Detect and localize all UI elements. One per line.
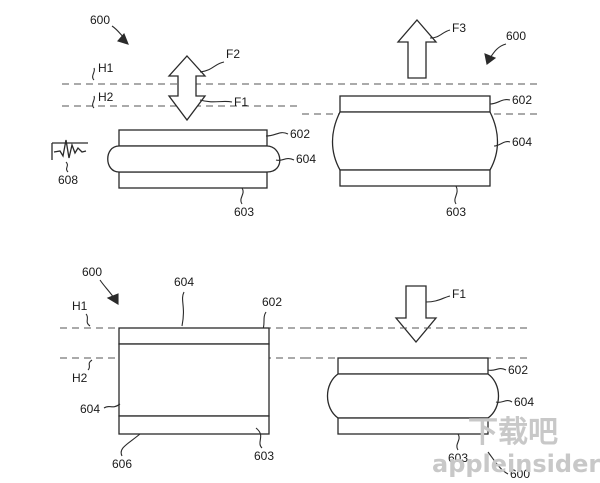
- leader-604-top: [181, 291, 185, 327]
- label-604-top: 604: [174, 275, 194, 289]
- up-arrow-icon: [396, 19, 438, 79]
- label-602: 602: [512, 93, 532, 107]
- leader-600: [99, 279, 115, 299]
- label-603: 603: [254, 449, 274, 463]
- label-604-side: 604: [80, 402, 100, 416]
- leader-608: [65, 161, 69, 173]
- layer-604-bulged: [326, 373, 500, 419]
- leader-604: [495, 400, 513, 403]
- leader-600: [487, 451, 509, 475]
- leader-604: [275, 158, 295, 161]
- layer-602: [118, 129, 268, 147]
- label-600: 600: [506, 29, 526, 43]
- leader-h2: [87, 359, 93, 371]
- leader-h2: [92, 95, 95, 109]
- label-600: 600: [510, 467, 530, 481]
- leader-603: [255, 427, 263, 449]
- label-602: 602: [508, 363, 528, 377]
- panel-bottom-left: 600 604 602 H1 H2 604 606 603: [60, 265, 304, 471]
- label-603: 603: [234, 205, 254, 219]
- leader-f1: [199, 99, 233, 103]
- leader-f1: [425, 295, 451, 303]
- leader-604: [493, 141, 511, 147]
- label-h1: H1: [98, 61, 114, 75]
- label-h2: H2: [98, 90, 114, 104]
- watermark-text: appleinsider: [432, 450, 600, 478]
- label-603: 603: [448, 451, 468, 465]
- label-600: 600: [82, 265, 102, 279]
- double-arrow-icon: [167, 55, 207, 122]
- leader-602: [265, 132, 289, 137]
- layer-603: [337, 417, 489, 435]
- leader-604-side: [103, 403, 121, 409]
- label-606: 606: [112, 457, 132, 471]
- label-604: 604: [512, 135, 532, 149]
- label-f1: F1: [452, 287, 466, 301]
- layer-603: [339, 169, 491, 187]
- label-h1: H1: [72, 299, 88, 313]
- leader-606: [120, 433, 141, 457]
- leader-f2: [199, 61, 225, 73]
- label-h2: H2: [72, 371, 88, 385]
- label-602: 602: [290, 127, 310, 141]
- label-f1: F1: [234, 95, 248, 109]
- layer-604-bulged: [107, 145, 281, 173]
- arrowhead-600: [106, 293, 119, 305]
- panel-bottom-right: F1 602 604 603 600: [304, 285, 534, 481]
- leader-600: [489, 43, 507, 59]
- leader-h1: [85, 313, 91, 327]
- label-602: 602: [262, 295, 282, 309]
- panel-top-right: F3 600 602 604 603: [302, 19, 540, 219]
- label-f3: F3: [452, 21, 466, 35]
- leader-603: [454, 185, 458, 205]
- label-f2: F2: [226, 47, 240, 61]
- panel-top-left: 600 H1 H2 F2 F1 608 602 604 603: [51, 13, 316, 219]
- label-600: 600: [90, 13, 110, 27]
- watermark: 下载吧 appleinsider: [432, 415, 600, 478]
- leader-603: [456, 433, 460, 451]
- label-604: 604: [296, 152, 316, 166]
- leader-602: [489, 99, 511, 105]
- layer-602: [118, 327, 270, 345]
- arrowhead-600: [117, 32, 129, 45]
- leader-602: [487, 368, 507, 371]
- label-608: 608: [58, 173, 78, 187]
- leader-h1: [92, 67, 95, 81]
- layer-602: [337, 357, 489, 375]
- arrowhead-600: [484, 53, 497, 65]
- watermark-logo: 下载吧: [468, 415, 558, 450]
- label-604: 604: [514, 395, 534, 409]
- waveform-608: [51, 139, 88, 160]
- layer-603: [118, 415, 270, 435]
- label-603: 603: [446, 205, 466, 219]
- leader-f3: [429, 29, 451, 39]
- layer-604-bulged: [331, 111, 499, 171]
- down-arrow-icon: [394, 285, 438, 344]
- layer-604-stretched: [118, 343, 270, 417]
- leader-603: [240, 187, 244, 205]
- layer-603: [118, 171, 268, 189]
- layer-602: [339, 95, 491, 113]
